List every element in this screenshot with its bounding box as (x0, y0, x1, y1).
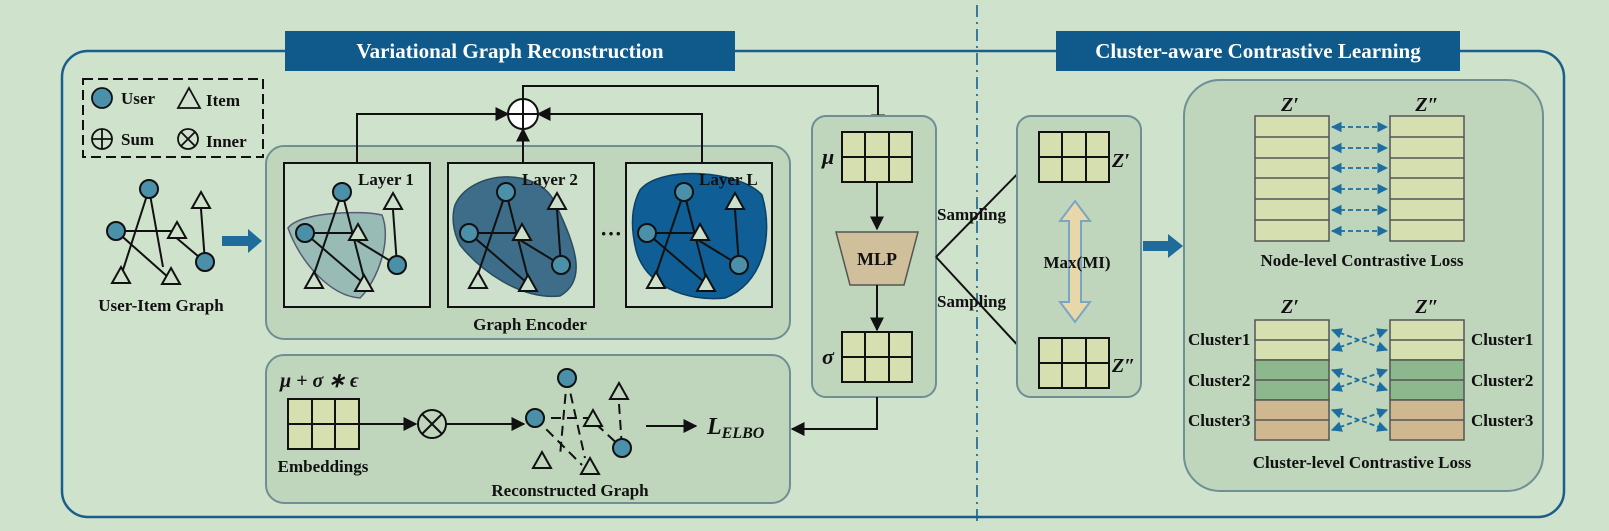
encoder-layer-1: Layer 1 (283, 162, 431, 308)
encoder-layer-2: Layer 2 (447, 162, 595, 308)
layer-connections (356, 85, 885, 163)
node-z2-stack (1389, 115, 1465, 242)
node-contrastive-label: Node-level Contrastive Loss (1260, 251, 1463, 270)
reparam-formula: μ + σ ∗ ϵ (279, 370, 359, 392)
z1-matrix (1038, 131, 1110, 183)
mutual-info-arrow (1058, 199, 1092, 324)
cluster-z1-stack (1254, 319, 1330, 441)
legend-inner: Inner (206, 132, 247, 151)
inner-legend-icon (177, 128, 199, 150)
cluster3-right-label: Cluster3 (1471, 411, 1533, 430)
sampling-label-top: Sampling (937, 205, 1006, 224)
layer-1-label: Layer 1 (358, 170, 414, 189)
z1-view-label: Z′ (1111, 150, 1130, 172)
embeddings-label: Embeddings (278, 457, 369, 476)
legend-sum: Sum (121, 130, 154, 149)
cluster-contrastive-label: Cluster-level Contrastive Loss (1253, 453, 1472, 472)
cluster-z2-stack (1389, 319, 1465, 441)
outer-frame (60, 49, 1566, 519)
legend-item: Item (206, 91, 240, 110)
mlp-block (835, 231, 919, 286)
item-legend-icon (176, 86, 202, 109)
sum-legend-icon (91, 128, 113, 150)
decoder-panel (265, 354, 791, 504)
flow-arrow-to-contrastive (1143, 234, 1183, 258)
z2-matrix (1038, 337, 1110, 389)
section-title-left: Variational Graph Reconstruction (356, 39, 664, 63)
elbo-loss: LELBO (706, 414, 765, 442)
legend-user: User (121, 89, 155, 108)
sigma-matrix (841, 331, 913, 383)
layer-2-label: Layer 2 (522, 170, 578, 189)
mlp-label: MLP (857, 249, 897, 269)
flow-arrow-to-encoder (222, 229, 262, 253)
layer-ellipsis: ··· (600, 221, 622, 246)
cluster2-left-label: Cluster2 (1188, 371, 1250, 390)
sampling-label-bottom: Sampling (937, 292, 1006, 311)
section-title-right: Cluster-aware Contrastive Learning (1095, 39, 1421, 63)
cluster1-left-label: Cluster1 (1188, 330, 1250, 349)
reconstructed-graph (525, 368, 632, 475)
section-banner-right: Cluster-aware Contrastive Learning (1056, 31, 1460, 71)
reconstructed-label: Reconstructed Graph (491, 481, 649, 500)
cluster-z1-label: Z′ (1280, 296, 1299, 318)
legend: User Item Sum Inner (82, 78, 264, 158)
cluster2-right-label: Cluster2 (1471, 371, 1533, 390)
sigma-to-decoder-arrow (790, 397, 878, 436)
node-z1-label: Z′ (1280, 94, 1299, 116)
cluster1-right-label: Cluster1 (1471, 330, 1533, 349)
cluster-z2-label: Z″ (1414, 296, 1438, 318)
user-legend-icon (91, 87, 113, 109)
node-contrast-arrows (1330, 121, 1389, 237)
maxmi-label: Max(MI) (1043, 253, 1110, 272)
mu-symbol: μ (821, 144, 834, 169)
z2-view-label: Z″ (1111, 355, 1135, 377)
sigma-symbol: σ (822, 344, 835, 369)
input-graph (106, 179, 215, 285)
section-banner-left: Variational Graph Reconstruction (285, 31, 735, 71)
cluster3-left-label: Cluster3 (1188, 411, 1250, 430)
cluster-contrast-arrows (1330, 328, 1389, 432)
embedding-matrix (287, 398, 360, 450)
layer-l-label: Layer L (699, 170, 758, 189)
encoder-layer-l: Layer L (625, 162, 773, 308)
encoder-label: Graph Encoder (473, 315, 587, 334)
node-z1-stack (1254, 115, 1330, 242)
sum-operator (507, 98, 539, 130)
input-graph-label: User-Item Graph (98, 296, 224, 315)
mu-matrix (841, 131, 913, 183)
node-z2-label: Z″ (1414, 94, 1438, 116)
